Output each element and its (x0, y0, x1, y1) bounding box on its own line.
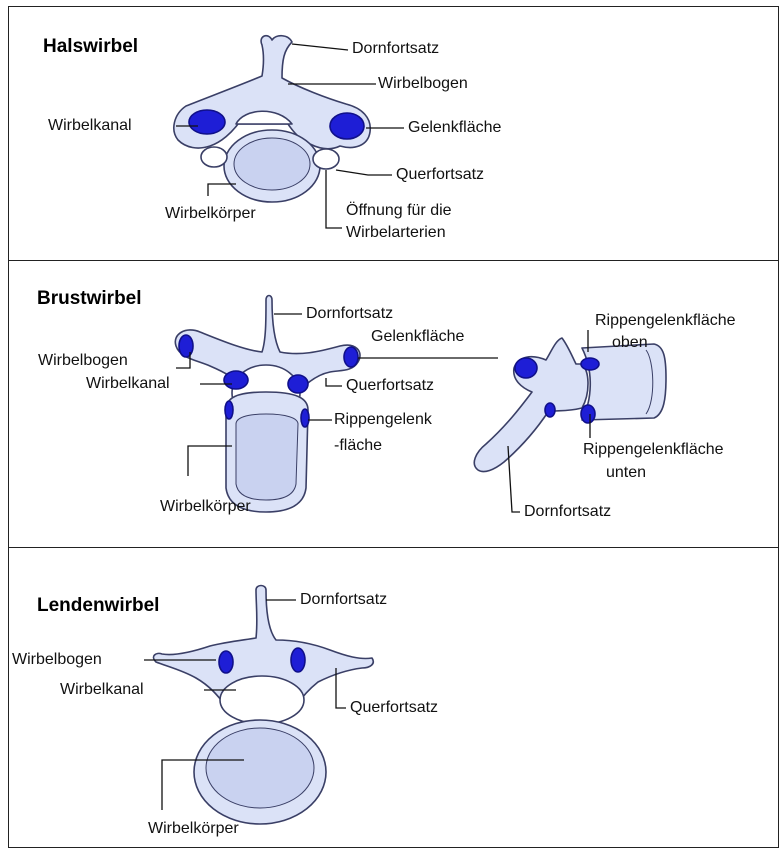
label-lenden-dornfortsatz: Dornfortsatz (300, 591, 387, 609)
label-hals-wirbelkoerper: Wirbelkörper (165, 205, 256, 223)
label-brust-wirbelbogen: Wirbelbogen (38, 352, 128, 370)
label-hals-oeffnung-line2: Wirbelarterien (346, 224, 446, 242)
title-lendenwirbel: Lendenwirbel (37, 595, 159, 617)
label-brust-rippen-oben-line2: oben (612, 334, 648, 352)
label-lenden-wirbelbogen: Wirbelbogen (12, 651, 102, 669)
label-brust-rippengelenk-line1: Rippengelenk (334, 411, 432, 429)
title-halswirbel: Halswirbel (43, 36, 138, 58)
halswirbel-drawing (174, 36, 370, 202)
label-hals-oeffnung-line1: Öffnung für die (346, 202, 452, 220)
label-brust-dornfortsatz: Dornfortsatz (306, 305, 393, 323)
label-lenden-wirbelkoerper: Wirbelkörper (148, 820, 239, 838)
brustwirbel-drawing (175, 296, 360, 513)
label-hals-wirbelkanal: Wirbelkanal (48, 117, 132, 135)
label-brust-querfortsatz: Querfortsatz (346, 377, 434, 395)
label-brust-wirbelkanal: Wirbelkanal (86, 375, 170, 393)
label-hals-querfortsatz: Querfortsatz (396, 166, 484, 184)
lendenwirbel-drawing (154, 586, 374, 825)
label-hals-wirbelbogen: Wirbelbogen (378, 75, 468, 93)
label-brust-rippen-unten-line1: Rippengelenkfläche (583, 441, 724, 459)
label-lenden-querfortsatz: Querfortsatz (350, 699, 438, 717)
label-lenden-wirbelkanal: Wirbelkanal (60, 681, 144, 699)
label-brust-dornfortsatz-side: Dornfortsatz (524, 503, 611, 521)
label-brust-rippengelenk-line2: -fläche (334, 437, 382, 455)
label-brust-rippen-oben-line1: Rippengelenkfläche (595, 312, 736, 330)
title-brustwirbel: Brustwirbel (37, 288, 142, 310)
label-hals-gelenkflaeche: Gelenkfläche (408, 119, 501, 137)
label-brust-gelenkflaeche: Gelenkfläche (371, 328, 464, 346)
label-brust-wirbelkoerper: Wirbelkörper (160, 498, 251, 516)
label-brust-rippen-unten-line2: unten (606, 464, 646, 482)
label-hals-dornfortsatz: Dornfortsatz (352, 40, 439, 58)
